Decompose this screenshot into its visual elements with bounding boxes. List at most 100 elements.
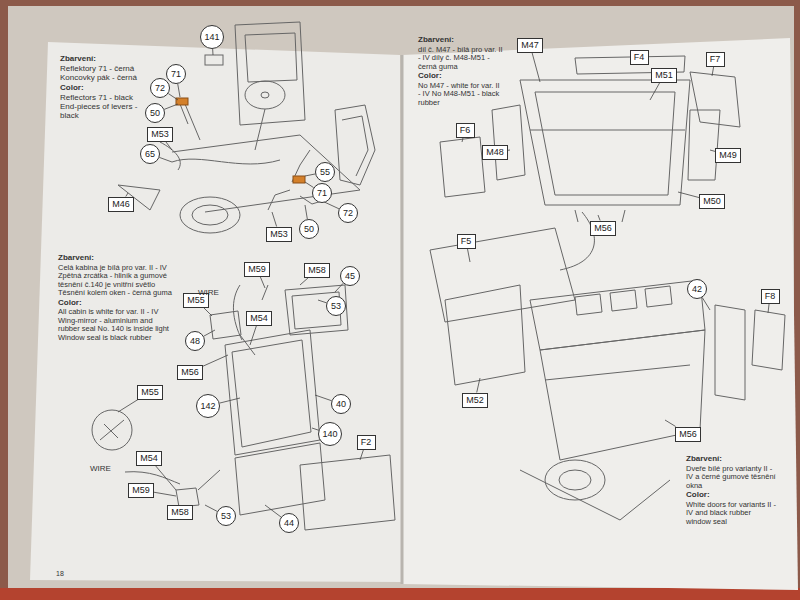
leader-line — [768, 304, 769, 314]
callout-text: 71 — [171, 70, 181, 79]
callout-number: 142 — [196, 394, 220, 418]
note-text: 18 — [56, 570, 64, 578]
part-number: F8 — [765, 292, 776, 301]
leader-line — [678, 192, 699, 198]
leader-line — [508, 150, 510, 151]
part-number-box: M47 — [517, 38, 543, 53]
part-number-box: M53 — [266, 227, 292, 242]
callout-text: 50 — [150, 109, 160, 118]
part-number-box: M50 — [699, 194, 725, 209]
part-number: M46 — [112, 200, 130, 209]
part-number: M58 — [308, 266, 326, 275]
leader-line — [205, 505, 217, 511]
part-number: M54 — [140, 454, 158, 463]
part-number: M56 — [679, 430, 697, 439]
callout-text: 72 — [155, 84, 165, 93]
callout-text: 44 — [284, 519, 294, 528]
leader-line — [315, 395, 332, 401]
box-edge — [0, 588, 800, 600]
part-number: M51 — [655, 71, 673, 80]
leader-line — [467, 249, 470, 263]
right-page — [402, 38, 798, 590]
part-number-box: F7 — [706, 52, 725, 67]
note-heading: Color: — [418, 72, 442, 81]
note-text: díl č. M47 - bílá pro var. II - IV díly … — [418, 46, 503, 71]
part-number: M56 — [594, 224, 612, 233]
note-heading: Color: — [58, 299, 82, 308]
leader-line — [650, 83, 660, 101]
note-text: WIRE — [198, 289, 219, 298]
callout-text: 140 — [322, 430, 337, 439]
leader-line — [166, 142, 172, 151]
callout-number: 42 — [687, 279, 707, 299]
note-text: All cabin is white for var. II - IV Wing… — [58, 308, 173, 342]
part-number-box: M46 — [108, 197, 134, 212]
note-text: No M47 - white for var. II - IV No M48-M… — [418, 82, 503, 107]
part-number-box: M59 — [244, 262, 270, 277]
leader-line — [250, 326, 257, 346]
leader-line — [305, 174, 315, 176]
leader-line — [155, 466, 176, 491]
callout-text: 72 — [343, 209, 353, 218]
leader-line — [477, 378, 480, 393]
cab-assembly-drawing — [445, 280, 785, 520]
callout-number: 140 — [318, 422, 342, 446]
leader-line — [300, 278, 309, 286]
part-number-box: M56 — [177, 365, 203, 380]
note-text: Reflektory 71 - černá Koncovky pák - čer… — [60, 65, 142, 83]
callout-text: 42 — [692, 285, 702, 294]
part-number-box: M54 — [246, 311, 272, 326]
part-number: M50 — [703, 197, 721, 206]
callout-number: 72 — [150, 78, 170, 98]
part-number: F4 — [634, 53, 645, 62]
lever-end — [293, 176, 305, 183]
callout-number: 71 — [166, 64, 186, 84]
note-heading: Zbarvení: — [418, 36, 454, 45]
leader-line — [204, 330, 215, 336]
part-number-box: M58 — [304, 263, 330, 278]
leader-line — [272, 212, 277, 227]
callout-number: 53 — [216, 506, 236, 526]
note-text: Dveře bílé pro varianty II - IV a černé … — [686, 465, 778, 490]
part-number-box: M54 — [136, 451, 162, 466]
leader-line — [305, 205, 307, 219]
part-number: M47 — [521, 41, 539, 50]
part-number-box: M59 — [128, 483, 154, 498]
callout-number: 40 — [331, 394, 351, 414]
left-page — [30, 42, 402, 582]
part-number: M48 — [486, 148, 504, 157]
callout-text: 45 — [345, 272, 355, 281]
part-number: M59 — [132, 486, 150, 495]
callout-text: 142 — [200, 402, 215, 411]
note-heading: Color: — [686, 491, 710, 500]
leader-line — [204, 308, 213, 317]
part-number: F5 — [461, 237, 472, 246]
leader-line — [159, 157, 172, 162]
leader-line — [212, 49, 213, 55]
callout-text: 40 — [336, 400, 346, 409]
spine — [401, 55, 404, 584]
leader-line — [178, 84, 180, 97]
part-number-box: F8 — [761, 289, 780, 304]
part-number-box: M49 — [715, 148, 741, 163]
part-number-box: M52 — [462, 393, 488, 408]
leader-line — [265, 505, 281, 517]
leader-line — [154, 492, 176, 496]
callout-number: 65 — [140, 144, 160, 164]
leader-line — [164, 104, 178, 109]
leader-line — [168, 94, 178, 100]
part-number-box: M56 — [675, 427, 701, 442]
note-text: WIRE — [90, 465, 111, 474]
callout-number: 55 — [315, 162, 335, 182]
part-number-box: M58 — [167, 505, 193, 520]
part-number: F2 — [361, 438, 372, 447]
callout-number: 50 — [299, 219, 319, 239]
leader-line — [360, 450, 364, 461]
callout-number: 71 — [312, 183, 332, 203]
part-number: M53 — [270, 230, 288, 239]
note-text: White doors for variants II - IV and bla… — [686, 501, 778, 526]
leader-line — [532, 53, 540, 83]
